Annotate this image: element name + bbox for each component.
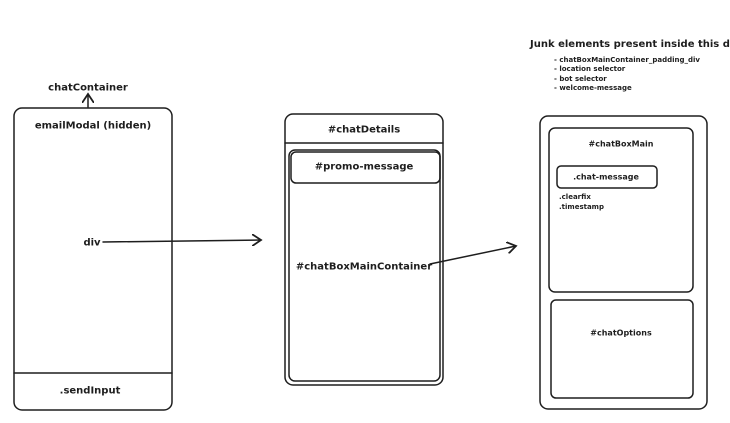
junk-note-title: Junk elements present inside this div. [530, 39, 730, 50]
chat-box-main-container-detail-box [539, 115, 708, 410]
chat-message-label: .chat-message [573, 172, 639, 182]
container-arrow [429, 246, 516, 265]
email-modal-label: emailModal (hidden) [34, 120, 152, 132]
list-item: - location selector [554, 65, 626, 74]
list-item: - chatBoxMainContainer_padding_div [554, 56, 700, 64]
clearfix-label: .clearfix [559, 193, 591, 201]
list-item: - welcome-message [554, 83, 632, 92]
chat-options-box [550, 299, 694, 399]
timestamp-label: .timestamp [559, 203, 604, 211]
chat-message-box [556, 165, 658, 189]
chat-details-box [284, 113, 444, 386]
list-item: - bot selector [554, 74, 607, 83]
promo-message-box [290, 151, 441, 184]
chat-box-main-box [548, 127, 694, 293]
promo-message-label: #promo-message [314, 161, 414, 173]
chat-details-label: #chatDetails [327, 124, 401, 136]
chat-box-main-container-box [288, 149, 441, 382]
chat-box-main-container-label: #chatBoxMainContainer [295, 261, 433, 273]
chat-container-label: chatContainer [48, 82, 128, 94]
div-arrow [102, 240, 261, 242]
send-input-label: .sendInput [59, 385, 121, 397]
chat-container-box [13, 107, 173, 411]
chat-options-label: #chatOptions [590, 328, 652, 338]
junk-note-list: - chatBoxMainContainer_padding_div - loc… [554, 56, 700, 93]
chat-box-main-label: #chatBoxMain [588, 139, 654, 149]
div-label: div [83, 237, 101, 249]
